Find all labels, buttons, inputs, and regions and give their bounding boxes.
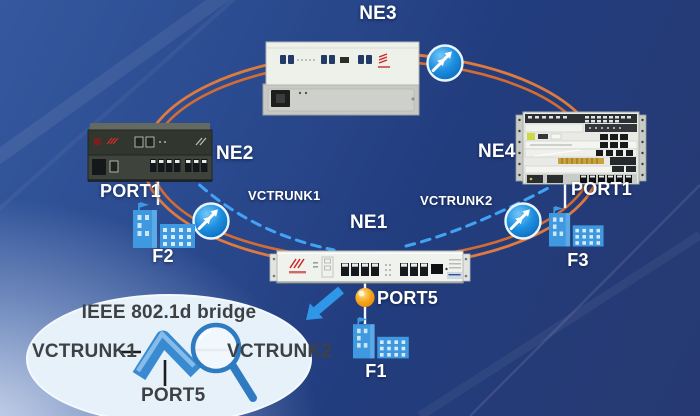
callout-label-vctrunk1: VCTRUNK1	[32, 341, 138, 362]
port-label-ne2-port1: PORT1	[100, 181, 162, 201]
bridge-ribbon-icon	[132, 330, 202, 381]
device-ne2	[87, 123, 213, 182]
node-label-ne1: NE1	[350, 212, 388, 233]
trunk-label-vctrunk2: VCTRUNK2	[420, 193, 493, 208]
port-lamp-icon	[355, 287, 375, 308]
callout-label-vctrunk2: VCTRUNK2	[227, 341, 333, 362]
callout-arrow-icon	[306, 286, 344, 320]
trunk-label-vctrunk1: VCTRUNK1	[248, 188, 321, 203]
ne1-ports	[341, 263, 448, 276]
callout-label-port5: PORT5	[141, 385, 206, 406]
ne1-logo	[289, 258, 306, 274]
site-label-f1: F1	[365, 361, 387, 381]
port-label-ne4-port1: PORT1	[571, 179, 633, 199]
vctrunk1-path	[186, 172, 336, 252]
building-icon	[353, 317, 409, 359]
node-label-ne4: NE4	[478, 141, 516, 162]
ne3-logo	[378, 53, 390, 68]
node-label-ne3: NE3	[359, 3, 397, 24]
device-ne3	[262, 41, 420, 116]
ne4-bottom-ports	[580, 175, 632, 183]
device-ne1	[269, 250, 471, 284]
building-icon	[549, 206, 604, 247]
device-ne4	[515, 111, 647, 185]
node-label-ne2: NE2	[216, 143, 254, 164]
bridge-callout	[26, 294, 312, 416]
fiber-link-icon	[194, 204, 229, 239]
site-label-f3: F3	[567, 250, 589, 270]
port-label-ne1-port5: PORT5	[377, 288, 439, 308]
site-label-f2: F2	[152, 246, 174, 266]
building-icon	[133, 202, 195, 248]
vctrunk-paths	[186, 172, 554, 252]
fiber-link-icon	[506, 204, 541, 239]
vctrunk2-path	[404, 184, 554, 248]
magnifier-icon	[190, 322, 257, 402]
callout-title: IEEE 802.1d bridge	[81, 302, 257, 323]
fiber-link-icon	[428, 46, 463, 81]
ne2-ports	[150, 159, 208, 172]
